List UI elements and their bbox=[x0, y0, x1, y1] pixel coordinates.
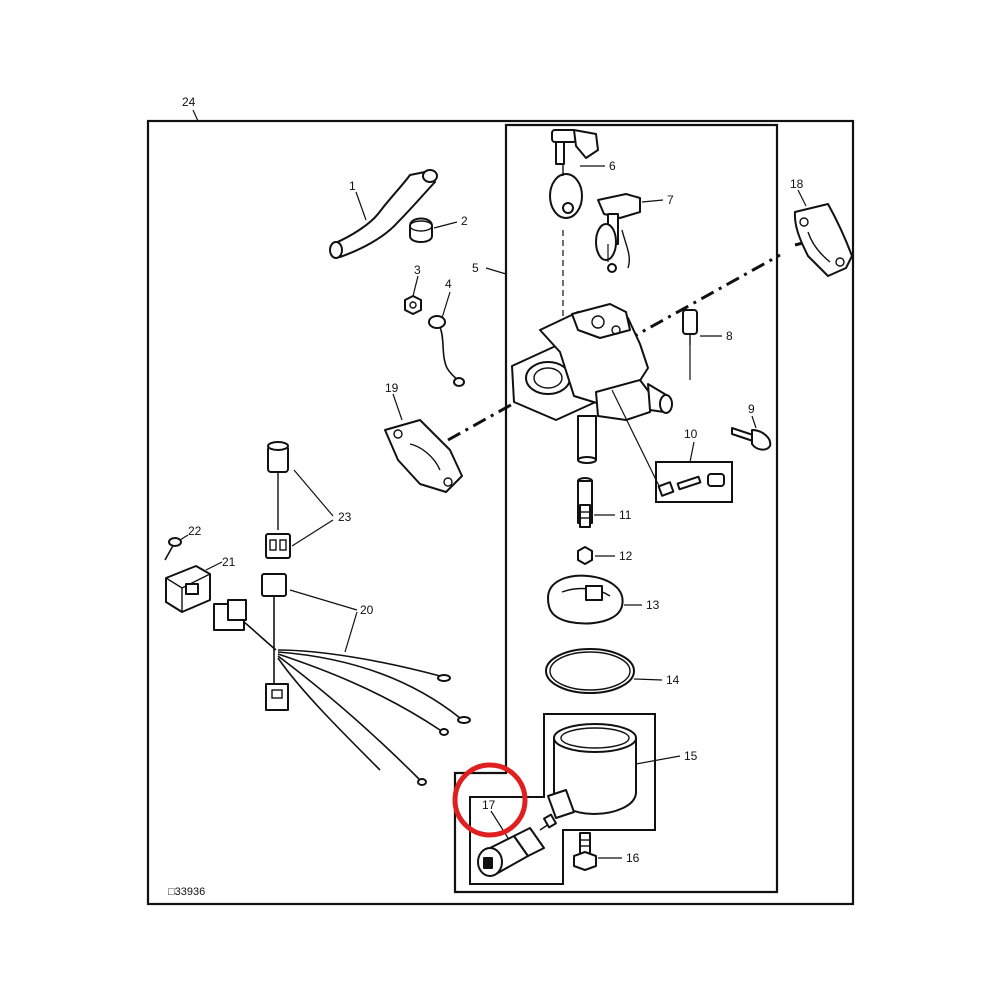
jet-kit-part bbox=[657, 473, 725, 497]
callout-20: 20 bbox=[360, 603, 374, 617]
relay-part bbox=[165, 565, 211, 613]
callout-16: 16 bbox=[626, 851, 640, 865]
callout-7: 7 bbox=[667, 193, 674, 207]
intake-gasket-part bbox=[793, 203, 853, 277]
idle-screw-part bbox=[682, 309, 698, 345]
callout-9: 9 bbox=[748, 402, 755, 416]
bowl-bolt-part bbox=[573, 832, 597, 871]
callout-6: 6 bbox=[609, 159, 616, 173]
carburetor-subframe bbox=[453, 123, 779, 894]
callout-4: 4 bbox=[445, 277, 452, 291]
callout-3: 3 bbox=[414, 263, 421, 277]
callout-23: 23 bbox=[338, 510, 352, 524]
carburetor-body bbox=[511, 303, 673, 493]
leader-15 bbox=[635, 755, 681, 765]
callout-18: 18 bbox=[790, 177, 804, 191]
leader-1 bbox=[355, 191, 367, 221]
float-part bbox=[547, 574, 624, 625]
leader-22 bbox=[179, 534, 189, 541]
bowl-oring-part bbox=[545, 648, 635, 694]
leader-24 bbox=[192, 109, 199, 122]
leader-9 bbox=[751, 415, 757, 429]
callout-14: 14 bbox=[666, 673, 680, 687]
leader-3 bbox=[412, 275, 419, 297]
connector-kit-part bbox=[265, 441, 291, 559]
leader-20b bbox=[344, 611, 358, 653]
leader-18 bbox=[797, 189, 807, 207]
callout-13: 13 bbox=[646, 598, 660, 612]
callout-21: 21 bbox=[222, 555, 236, 569]
fuel-solenoid-part bbox=[477, 813, 557, 877]
leader-21 bbox=[205, 561, 223, 571]
leader-19 bbox=[392, 393, 403, 421]
callout-12: 12 bbox=[619, 549, 633, 563]
leader-2 bbox=[433, 221, 458, 229]
ground-lead-part bbox=[428, 315, 465, 387]
jet-kit-box bbox=[655, 461, 733, 503]
throttle-lever-part bbox=[549, 129, 599, 219]
callout-1: 1 bbox=[349, 179, 356, 193]
relay-screw-part bbox=[164, 537, 182, 561]
figure-code: □33936 bbox=[168, 886, 205, 898]
choke-lever-part bbox=[595, 193, 641, 273]
fuel-bowl-part bbox=[547, 723, 637, 819]
leader-20a bbox=[289, 589, 358, 611]
leader-23a bbox=[293, 469, 334, 517]
callout-17: 17 bbox=[482, 798, 496, 812]
main-nozzle-part bbox=[577, 477, 593, 528]
fuel-bowl-subframe bbox=[469, 713, 656, 885]
nut-part bbox=[404, 295, 422, 315]
assembly-frame bbox=[146, 119, 855, 906]
highlight-circle bbox=[452, 762, 528, 838]
leader-23b bbox=[291, 519, 334, 547]
callout-11: 11 bbox=[619, 508, 632, 522]
leader-5 bbox=[485, 267, 507, 275]
axis-line-main bbox=[447, 253, 781, 442]
callout-15: 15 bbox=[684, 749, 698, 763]
wiring-harness-part bbox=[213, 573, 471, 786]
fuel-hose-part bbox=[329, 169, 438, 259]
callout-24: 24 bbox=[182, 95, 196, 109]
callout-19: 19 bbox=[385, 381, 399, 395]
callout-8: 8 bbox=[726, 329, 733, 343]
leader-7 bbox=[641, 199, 664, 203]
leader-10 bbox=[689, 441, 695, 463]
mounting-bolt-part bbox=[731, 427, 772, 451]
callout-10: 10 bbox=[684, 427, 698, 441]
callout-2: 2 bbox=[461, 214, 468, 228]
hose-clamp-part bbox=[409, 217, 433, 243]
leader-4 bbox=[441, 291, 451, 319]
leader-14 bbox=[633, 678, 663, 681]
main-jet-part bbox=[577, 546, 593, 565]
callout-5: 5 bbox=[472, 261, 479, 275]
carb-gasket-part bbox=[384, 419, 463, 493]
callout-22: 22 bbox=[188, 524, 202, 538]
